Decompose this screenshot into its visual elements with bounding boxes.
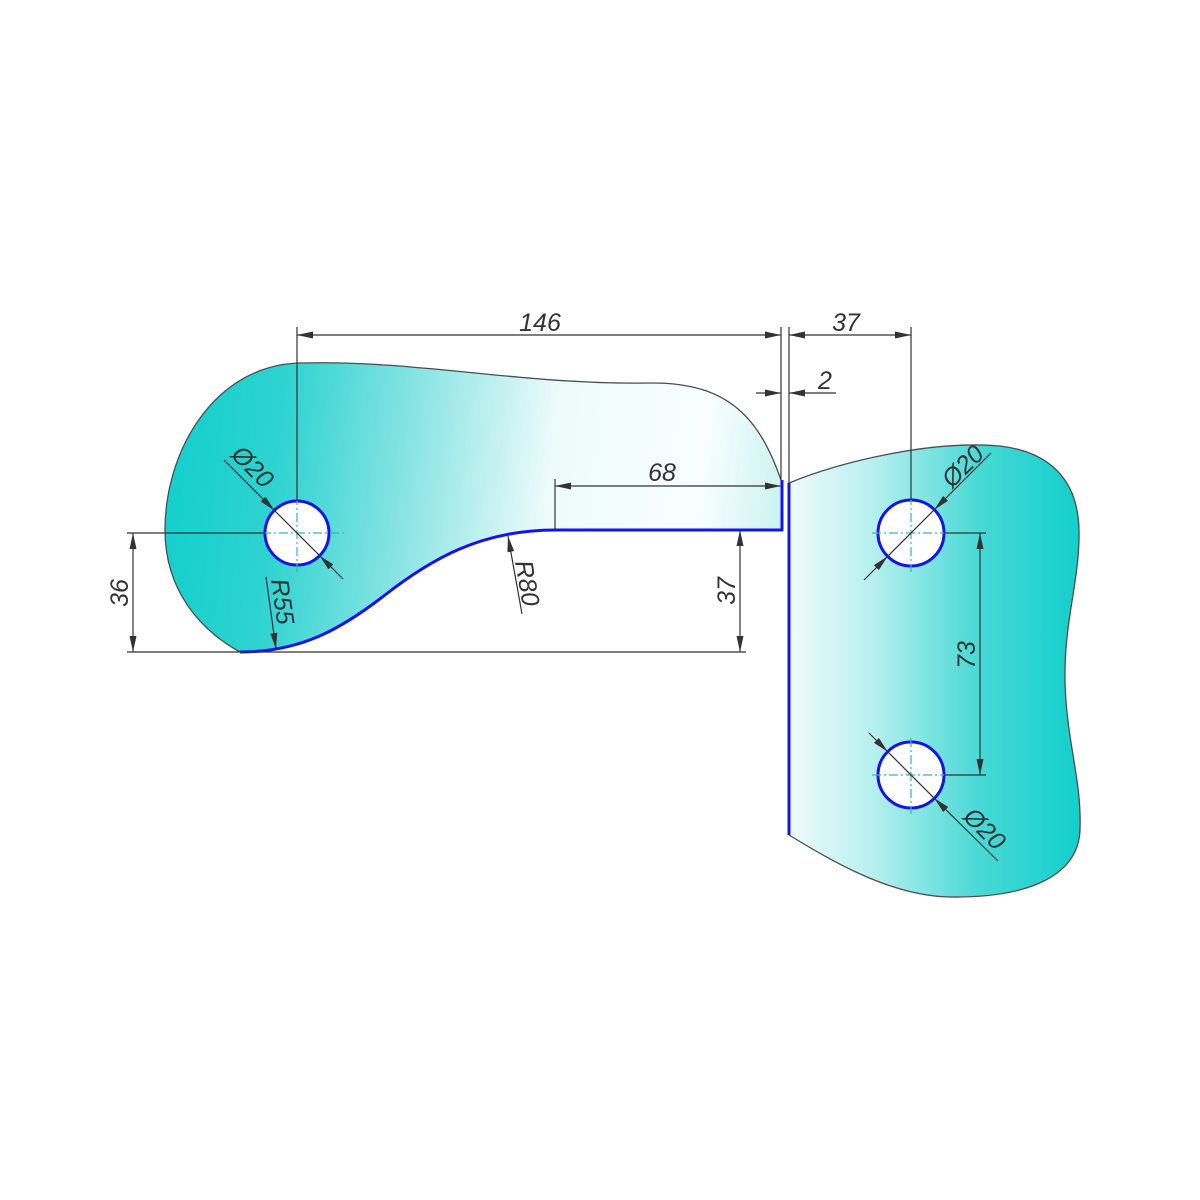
gap-label: 2 — [817, 367, 832, 395]
left-panel-body — [165, 362, 782, 652]
left-diameter-line — [273, 509, 321, 557]
top-diameter-line — [887, 509, 935, 557]
dimension-span: 146 — [296, 309, 782, 501]
left-glass-panel — [164, 362, 784, 654]
right-panel-outline — [788, 444, 1081, 898]
hole-offset-label: 37 — [832, 309, 861, 337]
hole-height-label: 36 — [106, 579, 134, 607]
top-diameter-leader-inner — [863, 555, 889, 581]
dimension-radius-lower: R55 — [265, 576, 299, 650]
dimension-notch-depth: 37 — [713, 530, 744, 652]
left-panel-cut-edge — [239, 480, 784, 654]
left-diameter-leader-inner — [319, 555, 344, 580]
top-diameter-leader-outer — [933, 452, 992, 511]
span-label: 146 — [519, 309, 561, 337]
radius-lower-label: R55 — [265, 577, 299, 626]
dimension-hole-height: 36 — [106, 532, 746, 653]
dimension-gap: 2 — [756, 367, 836, 397]
right-panel-body — [789, 444, 1081, 898]
dimension-radius-upper: R80 — [507, 535, 545, 615]
dimension-hole-spacing: 73 — [944, 532, 986, 776]
dimension-notch-length: 68 — [554, 459, 781, 530]
notch-length-label: 68 — [648, 459, 676, 487]
bottom-diameter-leader-outer — [868, 732, 889, 753]
radius-upper-leader — [507, 535, 523, 615]
right-glass-panel — [787, 444, 1081, 898]
left-diameter-leader-outer — [223, 459, 275, 511]
notch-depth-label: 37 — [713, 576, 741, 605]
hole-spacing-label: 73 — [953, 641, 981, 669]
radius-lower-leader — [265, 576, 278, 650]
bottom-diameter-line — [887, 751, 935, 799]
dimension-hole-offset: 37 — [788, 309, 912, 500]
bottom-diameter-leader-inner — [933, 797, 999, 862]
left-panel-outline — [164, 362, 782, 653]
radius-upper-label: R80 — [509, 558, 545, 608]
